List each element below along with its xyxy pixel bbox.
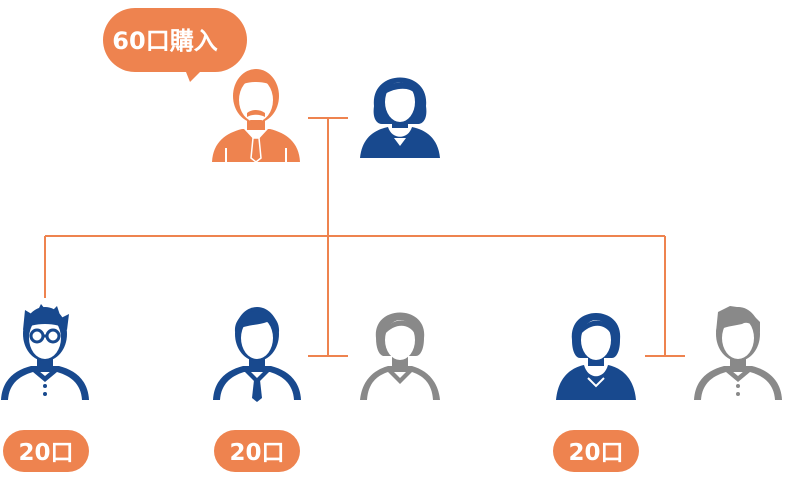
allocation-label-1: 20口 bbox=[18, 440, 73, 466]
allocation-pill-1-bg bbox=[3, 430, 89, 472]
allocation-label-2: 20口 bbox=[229, 440, 284, 466]
allocation-label-3: 20口 bbox=[568, 440, 623, 466]
person-spouse3-icon bbox=[694, 306, 782, 400]
person-child1-icon bbox=[1, 304, 89, 400]
allocation-pill-2-bg bbox=[214, 430, 300, 472]
connector-lines bbox=[44, 117, 685, 357]
person-child3-icon bbox=[556, 313, 636, 400]
person-father-icon bbox=[212, 69, 300, 163]
callout-bubble-shape bbox=[103, 8, 247, 82]
allocation-pill-3: 20口 bbox=[553, 430, 639, 472]
person-spouse2-icon bbox=[360, 312, 440, 400]
purchase-callout: 60口購入 bbox=[103, 8, 247, 82]
person-mother-icon bbox=[360, 77, 440, 158]
allocation-pill-1: 20口 bbox=[3, 430, 89, 472]
allocation-pill-2: 20口 bbox=[214, 430, 300, 472]
person-child2-icon bbox=[213, 307, 301, 402]
callout-text: 60口購入 bbox=[112, 27, 217, 55]
allocation-pill-3-bg bbox=[553, 430, 639, 472]
